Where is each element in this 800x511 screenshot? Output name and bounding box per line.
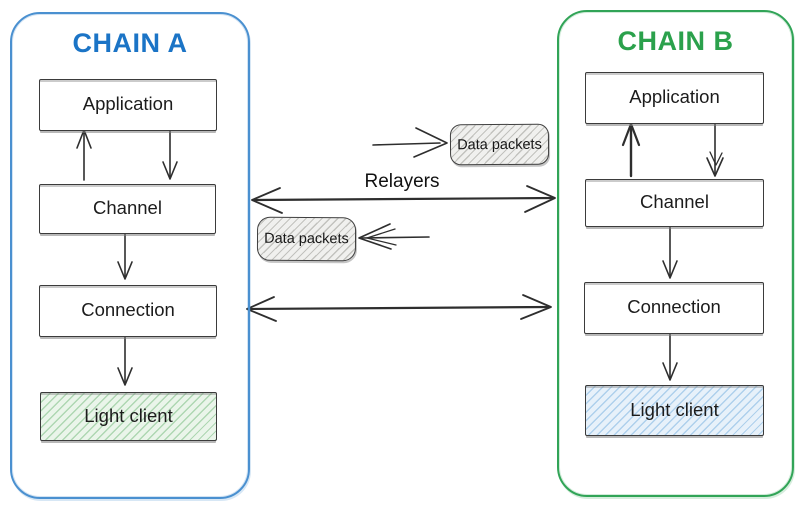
chain-a-light-client-label: Light client	[84, 404, 173, 426]
data-packets-top-label: Data packets	[457, 136, 542, 153]
data-packets-bottom-label: Data packets	[264, 230, 349, 248]
chain-a-application-label: Application	[82, 93, 174, 114]
chain-a-connection-label: Connection	[81, 299, 175, 320]
chain-a-title: CHAIN A	[72, 28, 188, 58]
chain-b-panel: CHAIN B Application Channel Connection L…	[557, 10, 794, 497]
chain-a-panel: CHAIN A Application Channel Connection L…	[10, 12, 250, 499]
chain-b-application-box: Application	[585, 72, 764, 124]
data-packets-top-box: Data packets	[449, 123, 550, 166]
chain-a-channel-box: Channel	[39, 184, 216, 234]
chain-a-light-client-box: Light client	[40, 392, 217, 441]
chain-a-application-box: Application	[39, 79, 217, 131]
chain-b-channel-label: Channel	[640, 191, 709, 212]
chain-b-application-label: Application	[629, 86, 720, 107]
chain-b-light-client-label: Light client	[630, 398, 719, 420]
chain-b-connection-box: Connection	[584, 282, 764, 334]
arrow-connections	[246, 294, 552, 322]
arrow-to-data-packets-bottom	[358, 223, 430, 250]
chain-a-channel-label: Channel	[93, 197, 162, 218]
chain-b-connection-label: Connection	[627, 296, 721, 317]
chain-b-channel-box: Channel	[585, 179, 764, 227]
data-packets-bottom-box: Data packets	[256, 216, 357, 262]
chain-a-connection-box: Connection	[39, 285, 217, 337]
chain-b-light-client-box: Light client	[585, 385, 764, 436]
chain-b-title: CHAIN B	[617, 26, 734, 56]
relayers-label: Relayers	[364, 171, 440, 192]
arrow-to-data-packets-top	[372, 127, 448, 158]
